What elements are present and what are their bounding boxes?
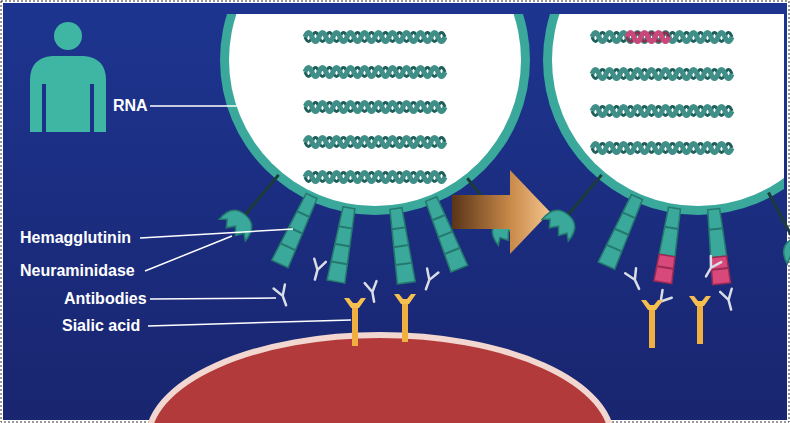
hemagglutinin-spike bbox=[387, 207, 415, 284]
sialic-acid-receptor bbox=[689, 296, 711, 344]
rna-strand bbox=[592, 33, 732, 42]
rna-strand bbox=[305, 103, 445, 112]
host-cell bbox=[148, 335, 612, 423]
rna-strand bbox=[305, 68, 445, 77]
antibody bbox=[274, 284, 292, 307]
sialic-acid-receptor bbox=[394, 294, 416, 342]
neuraminidase-spike bbox=[753, 184, 790, 265]
antibody bbox=[309, 259, 326, 281]
antibody bbox=[365, 281, 380, 303]
antibody bbox=[701, 256, 721, 279]
leader-lines bbox=[140, 106, 351, 326]
human-silhouette bbox=[30, 22, 106, 132]
part-label: Antibodies bbox=[64, 289, 147, 309]
virus-original bbox=[220, 14, 530, 215]
part-label: Sialic acid bbox=[62, 316, 140, 336]
rna-strand bbox=[592, 107, 732, 116]
rna-strand bbox=[305, 173, 445, 182]
part-label: Hemagglutinin bbox=[20, 228, 131, 248]
antibody bbox=[420, 268, 438, 291]
hemagglutinin-spike bbox=[598, 193, 645, 269]
rna-strand bbox=[305, 33, 445, 42]
rna-strand bbox=[592, 144, 732, 153]
leader-line bbox=[148, 320, 351, 326]
part-label: RNA bbox=[113, 96, 148, 116]
sialic-acid-receptor bbox=[344, 298, 366, 346]
leader-line bbox=[140, 229, 293, 238]
human-body bbox=[30, 56, 106, 132]
part-label: Neuraminidase bbox=[20, 261, 135, 281]
antibody bbox=[720, 289, 737, 311]
transition-arrow bbox=[452, 170, 550, 254]
antibody bbox=[625, 268, 644, 291]
virus-envelope bbox=[220, 14, 530, 215]
rna-back bbox=[627, 33, 669, 42]
leader-line bbox=[150, 105, 304, 107]
mutated-rna-segment bbox=[627, 33, 669, 42]
mutated-hemagglutinin-spike bbox=[654, 207, 684, 284]
hemagglutinin-spike bbox=[327, 206, 358, 283]
virus-drifted bbox=[543, 14, 784, 215]
virus-interior bbox=[552, 14, 784, 206]
rna-strand bbox=[592, 70, 732, 79]
virus-interior bbox=[229, 14, 521, 206]
human-head bbox=[54, 22, 82, 50]
neuraminidase-spike bbox=[541, 164, 615, 243]
virus-envelope bbox=[543, 14, 784, 215]
sialic-acid-receptor bbox=[641, 300, 663, 348]
rna-strand bbox=[305, 138, 445, 147]
rna-front bbox=[627, 33, 669, 42]
leader-line bbox=[145, 236, 232, 271]
leader-line bbox=[150, 298, 276, 299]
